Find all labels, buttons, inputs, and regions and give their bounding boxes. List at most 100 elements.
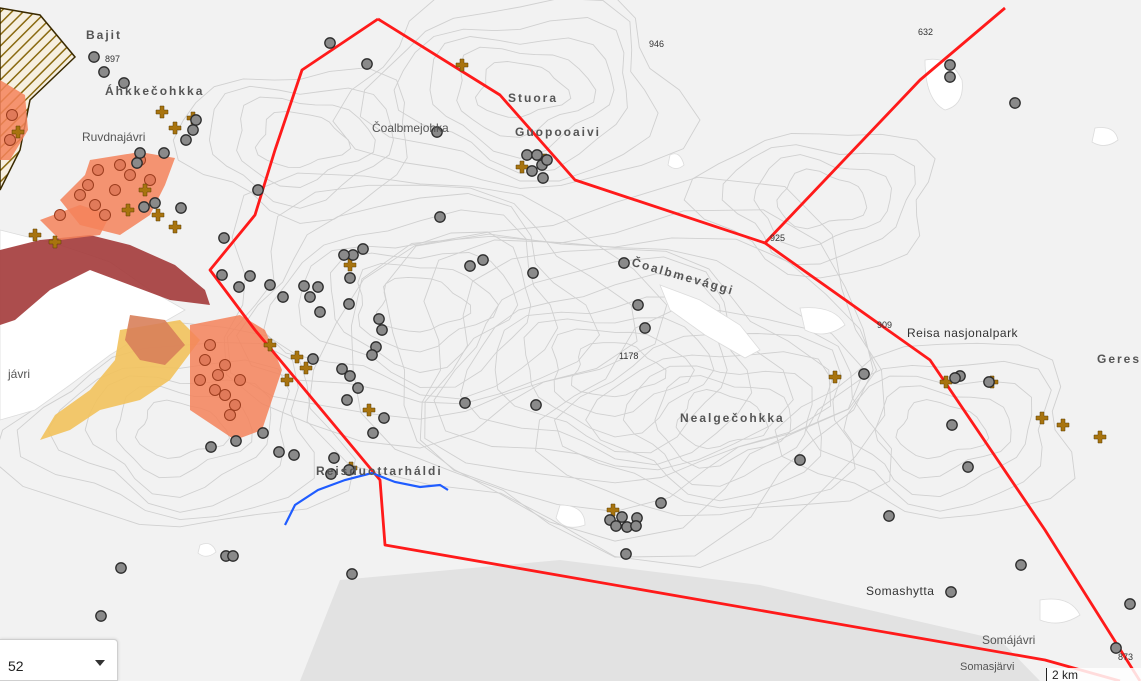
circle-marker-icon[interactable] [537,172,549,184]
circle-marker-icon[interactable] [983,376,995,388]
cross-marker-icon[interactable] [828,370,842,384]
area-marker-icon[interactable] [212,369,224,381]
circle-marker-icon[interactable] [180,134,192,146]
area-marker-icon[interactable] [224,409,236,421]
area-marker-icon[interactable] [99,209,111,221]
circle-marker-icon[interactable] [230,435,242,447]
area-marker-icon[interactable] [82,179,94,191]
circle-marker-icon[interactable] [314,306,326,318]
circle-marker-icon[interactable] [134,147,146,159]
circle-marker-icon[interactable] [273,446,285,458]
protected-areas[interactable] [0,7,282,440]
cross-marker-icon[interactable] [939,375,953,389]
area-marker-icon[interactable] [124,169,136,181]
circle-marker-icon[interactable] [949,372,961,384]
circle-marker-icon[interactable] [944,59,956,71]
cross-marker-icon[interactable] [151,208,165,222]
circle-marker-icon[interactable] [526,165,538,177]
circle-marker-icon[interactable] [361,58,373,70]
circle-marker-icon[interactable] [521,149,533,161]
circle-marker-icon[interactable] [343,298,355,310]
circle-marker-icon[interactable] [216,269,228,281]
circle-marker-icon[interactable] [618,257,630,269]
circle-marker-icon[interactable] [373,313,385,325]
circle-marker-icon[interactable] [367,427,379,439]
circle-marker-icon[interactable] [312,281,324,293]
cross-marker-icon[interactable] [280,373,294,387]
circle-marker-icon[interactable] [376,324,388,336]
circle-marker-icon[interactable] [431,126,443,138]
circle-marker-icon[interactable] [324,37,336,49]
chevron-down-icon[interactable] [95,660,105,666]
circle-marker-icon[interactable] [346,568,358,580]
circle-marker-icon[interactable] [205,441,217,453]
circle-marker-icon[interactable] [227,550,239,562]
area-marker-icon[interactable] [114,159,126,171]
circle-marker-icon[interactable] [527,267,539,279]
cross-marker-icon[interactable] [1093,430,1107,444]
circle-marker-icon[interactable] [630,520,642,532]
circle-marker-icon[interactable] [343,464,355,476]
area-marker-icon[interactable] [209,384,221,396]
area-marker-icon[interactable] [92,164,104,176]
circle-marker-icon[interactable] [244,270,256,282]
circle-marker-icon[interactable] [464,260,476,272]
dark-red-area[interactable] [0,235,210,325]
cross-marker-icon[interactable] [290,350,304,364]
area-marker-icon[interactable] [219,389,231,401]
area-marker-icon[interactable] [6,109,18,121]
cultural-site-markers[interactable] [11,58,1107,517]
cross-marker-icon[interactable] [343,258,357,272]
cross-marker-icon[interactable] [299,361,313,375]
circle-marker-icon[interactable] [118,77,130,89]
cross-marker-icon[interactable] [362,403,376,417]
circle-marker-icon[interactable] [341,394,353,406]
circle-marker-icon[interactable] [344,370,356,382]
cross-marker-icon[interactable] [121,203,135,217]
circle-marker-icon[interactable] [883,510,895,522]
circle-marker-icon[interactable] [946,419,958,431]
area-marker-icon[interactable] [229,399,241,411]
circle-marker-icon[interactable] [1015,559,1027,571]
circle-marker-icon[interactable] [945,586,957,598]
circle-marker-icon[interactable] [131,157,143,169]
area-marker-icon[interactable] [204,339,216,351]
cross-marker-icon[interactable] [515,160,529,174]
area-marker-icon[interactable] [74,189,86,201]
circle-marker-icon[interactable] [530,399,542,411]
cross-marker-icon[interactable] [28,228,42,242]
cross-marker-icon[interactable] [168,220,182,234]
poi-markers[interactable] [88,37,1136,654]
circle-marker-icon[interactable] [187,124,199,136]
circle-marker-icon[interactable] [531,149,543,161]
circle-marker-icon[interactable] [304,291,316,303]
circle-marker-icon[interactable] [434,211,446,223]
circle-marker-icon[interactable] [366,349,378,361]
circle-marker-icon[interactable] [794,454,806,466]
area-marker-icon[interactable] [109,184,121,196]
zoom-level-select[interactable]: 52 [0,639,118,681]
area-marker-icon[interactable] [234,374,246,386]
circle-marker-icon[interactable] [632,299,644,311]
circle-marker-icon[interactable] [98,66,110,78]
circle-marker-icon[interactable] [1124,598,1136,610]
circle-marker-icon[interactable] [149,197,161,209]
area-marker-icon[interactable] [199,354,211,366]
cross-marker-icon[interactable] [455,58,469,72]
circle-marker-icon[interactable] [1009,97,1021,109]
area-marker-icon[interactable] [219,359,231,371]
circle-marker-icon[interactable] [298,280,310,292]
circle-marker-icon[interactable] [233,281,245,293]
cross-marker-icon[interactable] [11,125,25,139]
circle-marker-icon[interactable] [175,202,187,214]
circle-marker-icon[interactable] [264,279,276,291]
circle-marker-icon[interactable] [338,249,350,261]
circle-marker-icon[interactable] [218,232,230,244]
cross-marker-icon[interactable] [263,338,277,352]
circle-marker-icon[interactable] [158,147,170,159]
circle-marker-icon[interactable] [115,562,127,574]
cross-marker-icon[interactable] [1056,418,1070,432]
circle-marker-icon[interactable] [95,610,107,622]
